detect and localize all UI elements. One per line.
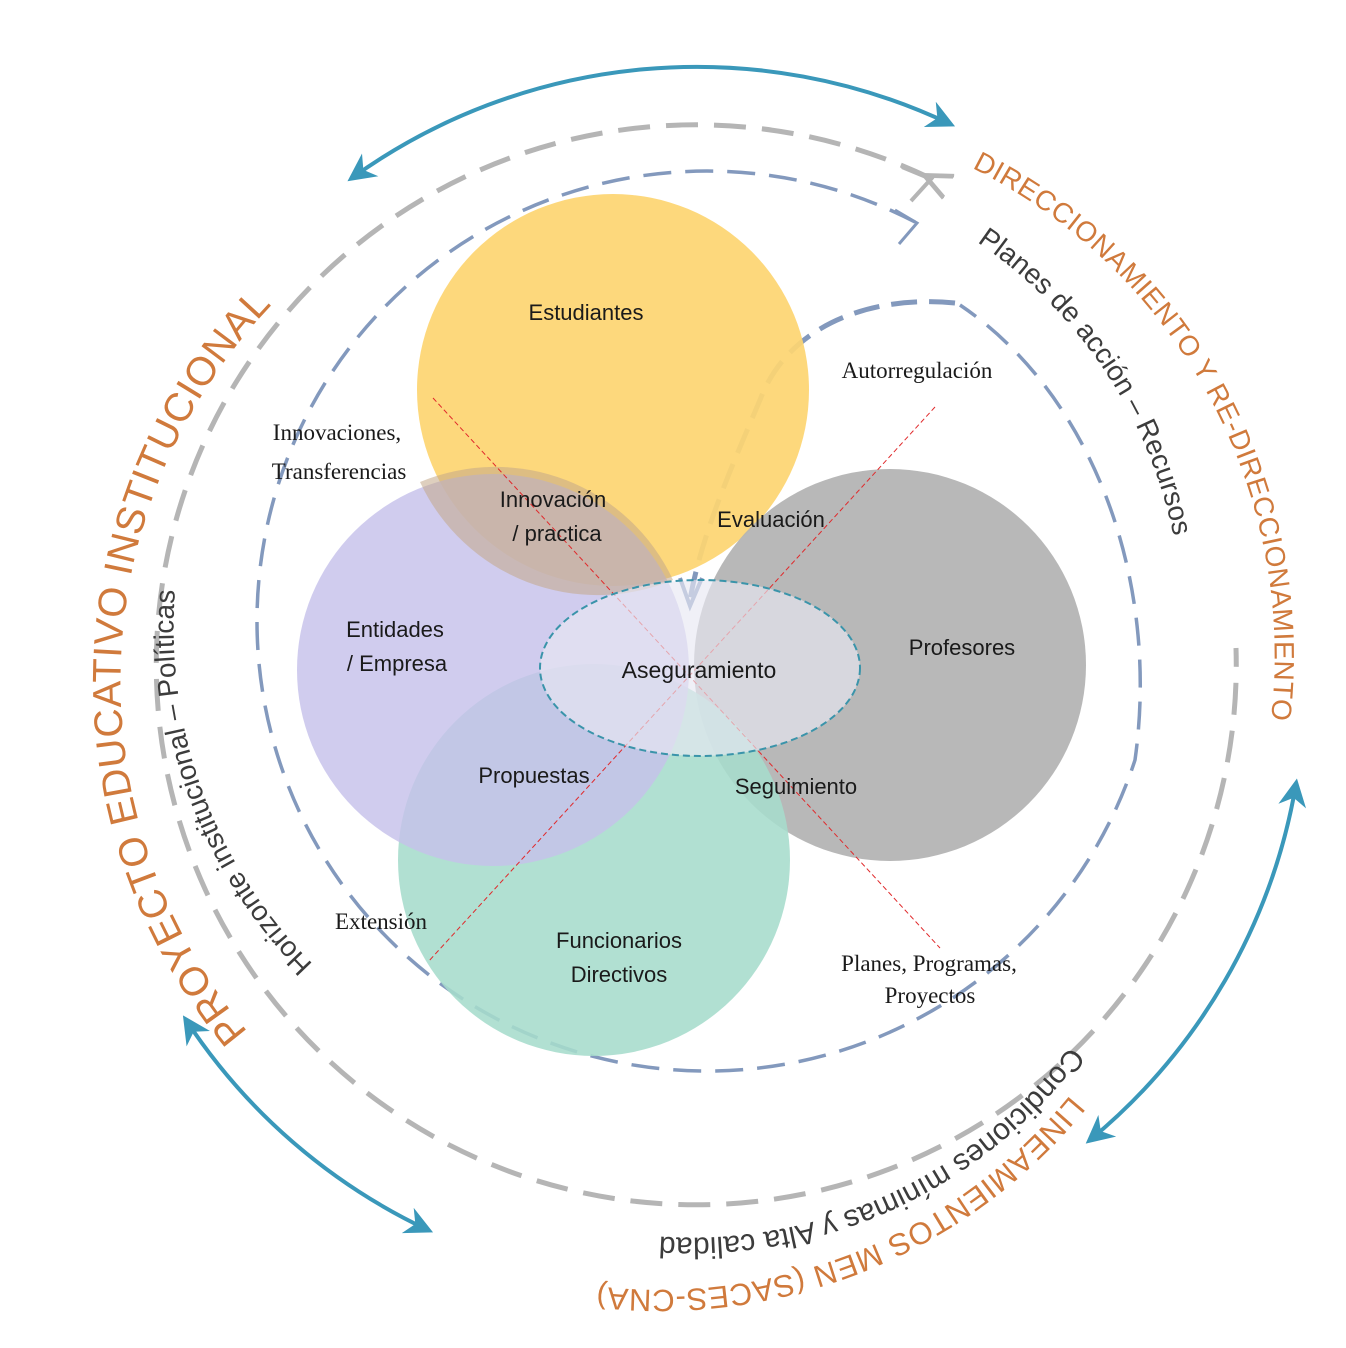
label-followup: Seguimiento <box>735 774 857 799</box>
label-proposals: Propuestas <box>478 763 589 788</box>
blue-dashed-arrowhead <box>894 208 920 245</box>
label-innovation-2: / practica <box>512 521 602 546</box>
label-officials-1: Funcionarios <box>556 928 682 953</box>
label-entities-1: Entidades <box>346 617 444 642</box>
left-orange-title: PROYECTO EDUCATIVO INSTITUCIONAL <box>85 281 278 1054</box>
label-entities-2: / Empresa <box>347 651 448 676</box>
red-diagonal-1 <box>432 397 941 949</box>
label-plans-2: Proyectos <box>885 983 976 1008</box>
label-plans-1: Planes, Programas, <box>841 951 1017 976</box>
red-diagonal-2 <box>427 406 936 963</box>
label-students: Estudiantes <box>529 300 644 325</box>
label-officials-2: Directivos <box>571 962 668 987</box>
label-extension: Extensión <box>335 909 427 934</box>
label-professors: Profesores <box>909 635 1015 660</box>
label-innovations-2: Transferencias <box>272 459 407 484</box>
center-ellipse <box>539 579 861 757</box>
circle-professors <box>694 469 1086 861</box>
cycle-arrow-right <box>1085 778 1307 1144</box>
cycle-arrow-left <box>182 1015 434 1234</box>
overlap-innovation <box>420 466 673 596</box>
gray-dashed-ring <box>153 122 1239 1208</box>
gray-dashed-arrowhead <box>901 165 935 203</box>
label-innovations-1: Innovaciones, <box>273 420 401 445</box>
right-gray-subtitle: Planes de acción – Recursos <box>974 221 1199 537</box>
label-evaluation: Evaluación <box>717 507 825 532</box>
label-innovation-1: Innovación <box>500 487 606 512</box>
label-selfregulation: Autorregulación <box>842 358 993 383</box>
label-center-assurance: Aseguramiento <box>622 657 777 683</box>
cycle-arrow-top <box>347 64 956 182</box>
